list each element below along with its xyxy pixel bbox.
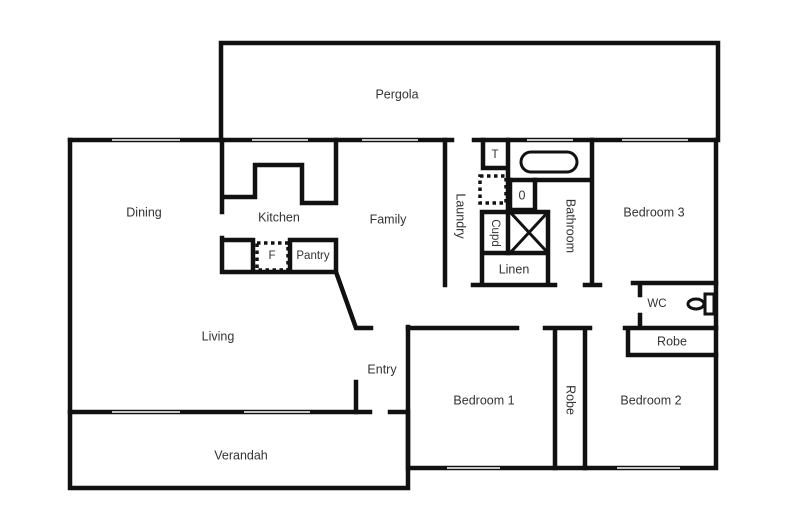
label-basin: 0 bbox=[519, 188, 526, 202]
label-bathroom: Bathroom bbox=[564, 199, 578, 253]
label-wc: WC bbox=[647, 298, 666, 310]
label-bedroom-1: Bedroom 1 bbox=[453, 393, 514, 407]
toilet-icon bbox=[686, 297, 706, 311]
cistern-icon bbox=[703, 292, 716, 316]
washing-machine-space bbox=[478, 174, 508, 205]
label-entry: Entry bbox=[367, 362, 397, 376]
label-t: T bbox=[491, 149, 498, 161]
label-laundry: Laundry bbox=[454, 193, 468, 239]
label-living: Living bbox=[202, 329, 235, 343]
label-robe-master: Robe bbox=[657, 334, 687, 348]
bathtub-icon bbox=[519, 150, 579, 174]
fridge-space bbox=[255, 241, 290, 272]
label-family: Family bbox=[370, 212, 408, 226]
label-linen: Linen bbox=[499, 262, 530, 276]
label-robe-shared: Robe bbox=[564, 385, 578, 415]
label-bedroom-3: Bedroom 3 bbox=[623, 205, 684, 219]
label-kitchen: Kitchen bbox=[258, 210, 300, 224]
fixtures bbox=[255, 150, 716, 316]
label-pergola: Pergola bbox=[375, 87, 418, 101]
label-dining: Dining bbox=[126, 205, 161, 219]
label-cupd: Cupd bbox=[489, 219, 501, 247]
windows bbox=[112, 139, 688, 469]
room-labels: Pergola Dining Kitchen Family Laundry Cu… bbox=[126, 87, 687, 462]
label-verandah: Verandah bbox=[214, 448, 268, 462]
label-bedroom-2: Bedroom 2 bbox=[620, 393, 681, 407]
label-pantry: Pantry bbox=[296, 250, 329, 262]
label-fridge: F bbox=[268, 250, 275, 262]
walls bbox=[67, 40, 721, 491]
